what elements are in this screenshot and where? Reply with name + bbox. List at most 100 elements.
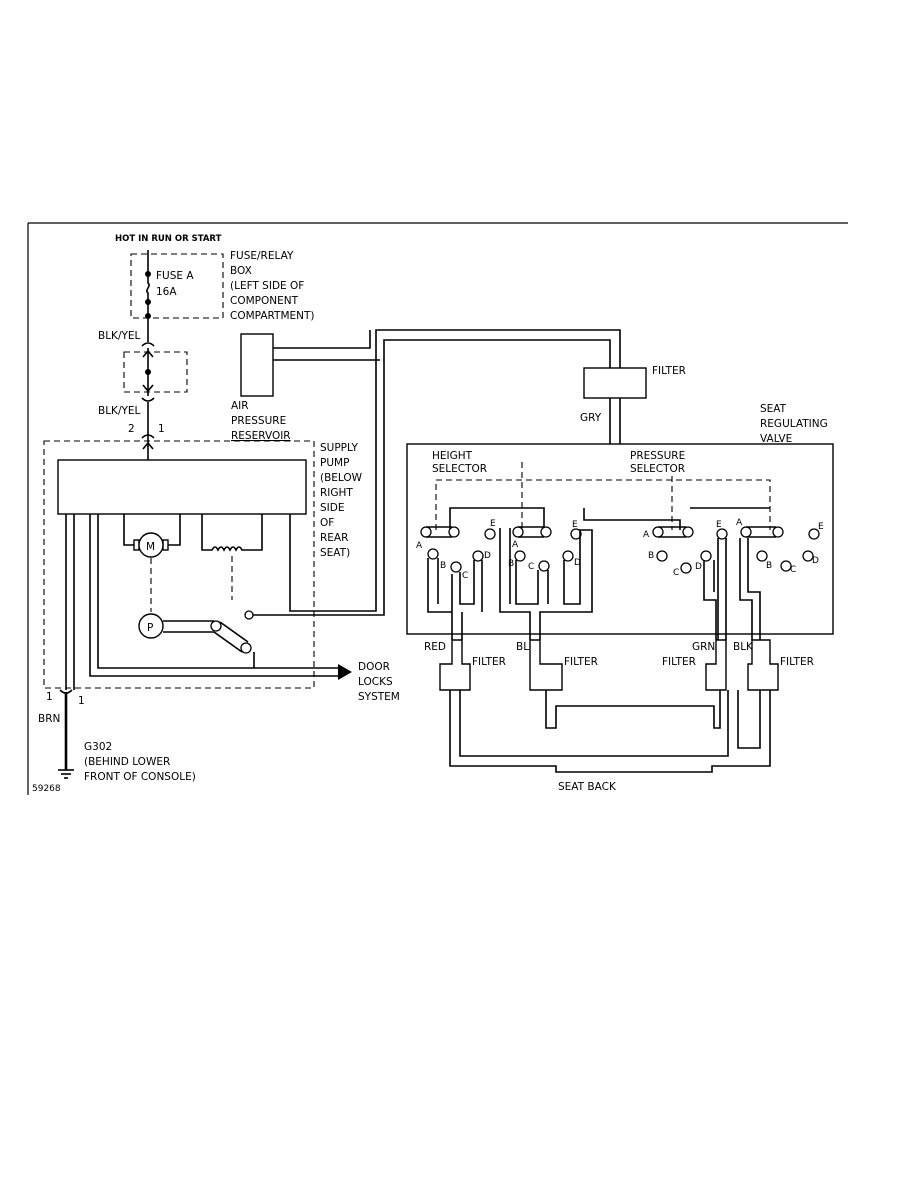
height-port-d-label: D: [484, 551, 491, 561]
fuse-label: FUSE A: [156, 270, 194, 282]
pump-connector-arrow: [142, 441, 154, 450]
height-group-1-pipe: [427, 558, 483, 640]
pressure-port-e-label: E: [716, 520, 722, 530]
height-port-e2-label: E: [572, 520, 578, 530]
height-port-b-1: [427, 548, 439, 560]
seat-back-hose-inner: [459, 690, 729, 757]
pump-label-4: RIGHT: [320, 487, 353, 499]
filter-red: [439, 639, 471, 691]
pressure-port-a-2: [682, 526, 694, 538]
seat-regulating-valve: [406, 443, 834, 635]
pressure-port-b-2: [756, 550, 768, 562]
height-port-a2-label: A: [512, 540, 519, 550]
pressure-port-e-2: [808, 528, 820, 540]
seat-back-hose-mid: [545, 690, 761, 749]
pressure-port-a-3: [740, 526, 752, 538]
height-port-e-1: [484, 528, 496, 540]
height-selector-label-1: HEIGHT: [432, 450, 473, 462]
pump-label-7: REAR: [320, 532, 348, 544]
air-pump-symbol: [138, 613, 164, 639]
pump-label-1: SUPPLY: [320, 442, 358, 454]
height-port-e-2: [570, 528, 582, 540]
fuse-rating: 16A: [156, 286, 177, 298]
filter-red-label: FILTER: [472, 656, 506, 668]
seat-back-hose-outer: [449, 690, 771, 773]
pressure-port-d-label: D: [695, 562, 702, 572]
wire-label-blk-yel-2: BLK/YEL: [98, 405, 141, 417]
pressure-port-b-label: B: [648, 551, 654, 561]
hose-label-grn: GRN: [692, 641, 715, 653]
fuse-symbol: [146, 274, 150, 302]
filter-grn: [705, 639, 727, 691]
pump-hose: [163, 620, 214, 633]
pressure-port-c-1: [680, 562, 692, 574]
pump-outlet-port: [210, 620, 222, 632]
pressure-port-a-link-1: [658, 526, 686, 538]
fuse-box-label-5: COMPARTMENT): [230, 310, 315, 322]
height-port-a-1: [420, 526, 432, 538]
height-port-a-3: [512, 526, 524, 538]
valve-manifold: [449, 507, 770, 530]
height-port-a-label: A: [416, 541, 423, 551]
solenoid-valve: [213, 621, 249, 653]
door-locks-label-3: SYSTEM: [358, 691, 400, 703]
pump-label-2: PUMP: [320, 457, 349, 469]
pressure-port-e2-label: E: [818, 522, 824, 532]
power-source-label: HOT IN RUN OR START: [115, 234, 222, 244]
pressure-selector-label-1: PRESSURE: [630, 450, 685, 462]
connector-arrow-bottom: [142, 384, 154, 393]
height-port-d2-label: D: [574, 558, 581, 568]
pump-to-valve-line-outer: [289, 329, 621, 612]
pump-label-3: (BELOW: [320, 472, 363, 484]
fuse-box-label-4: COMPONENT: [230, 295, 299, 307]
hose-label-blk: BLK: [733, 641, 754, 653]
pump-to-valve-line-inner: [253, 339, 611, 616]
air-pump-symbol-label: P: [147, 622, 153, 634]
height-port-c-label: C: [462, 571, 468, 581]
fuse-relay-box: [130, 253, 224, 319]
height-port-a-4: [540, 526, 552, 538]
connector-arrow-top: [142, 349, 154, 358]
reservoir-label-3: RESERVOIR: [231, 430, 291, 442]
door-locks-label-2: LOCKS: [358, 676, 393, 688]
wire-label-blk-yel-1: BLK/YEL: [98, 330, 141, 342]
pressure-port-a2-label: A: [736, 518, 743, 528]
pressure-group-pipe: [703, 538, 761, 640]
door-locks-label-1: DOOR: [358, 661, 390, 673]
pump-label-5: SIDE: [320, 502, 344, 514]
pressure-port-b2-label: B: [766, 561, 772, 571]
pump-connector-arc: [141, 434, 155, 439]
hose-label-red: RED: [424, 641, 446, 653]
motor-symbol: [138, 532, 164, 558]
reservoir-label-2: PRESSURE: [231, 415, 286, 427]
reservoir-line: [273, 330, 380, 361]
pressure-port-c-label: C: [673, 568, 679, 578]
height-port-a-link-2: [518, 526, 544, 538]
pressure-port-a-1: [652, 526, 664, 538]
pressure-port-e-1: [716, 528, 728, 540]
pump-control-module: [57, 459, 307, 515]
filter-blu-label: FILTER: [564, 656, 598, 668]
door-locks-arrow: [338, 664, 352, 680]
seat-back-label: SEAT BACK: [558, 781, 617, 793]
motor-terminal-left: [133, 539, 140, 551]
pressure-port-a-label: A: [643, 530, 650, 540]
filter-blu: [529, 639, 563, 691]
solenoid-port: [240, 642, 252, 654]
height-port-a-2: [448, 526, 460, 538]
pressure-port-d2-label: D: [812, 556, 819, 566]
door-lock-wire: [89, 514, 338, 677]
connector-block-dot: [145, 369, 151, 375]
hose-label-gry: GRY: [580, 412, 602, 424]
figure-id: 59268: [32, 784, 61, 794]
connector-lower-arc: [141, 397, 155, 402]
reservoir-label-1: AIR: [231, 400, 249, 412]
height-port-c-1: [450, 561, 462, 573]
pump-label-8: SEAT): [320, 547, 350, 559]
height-port-d-2: [562, 550, 574, 562]
ground-label-1: G302: [84, 741, 112, 753]
filter-top: [583, 367, 647, 399]
valve-label-2: REGULATING: [760, 418, 828, 430]
inline-connector-box: [123, 351, 188, 393]
height-group-2-pipe: [499, 528, 593, 640]
